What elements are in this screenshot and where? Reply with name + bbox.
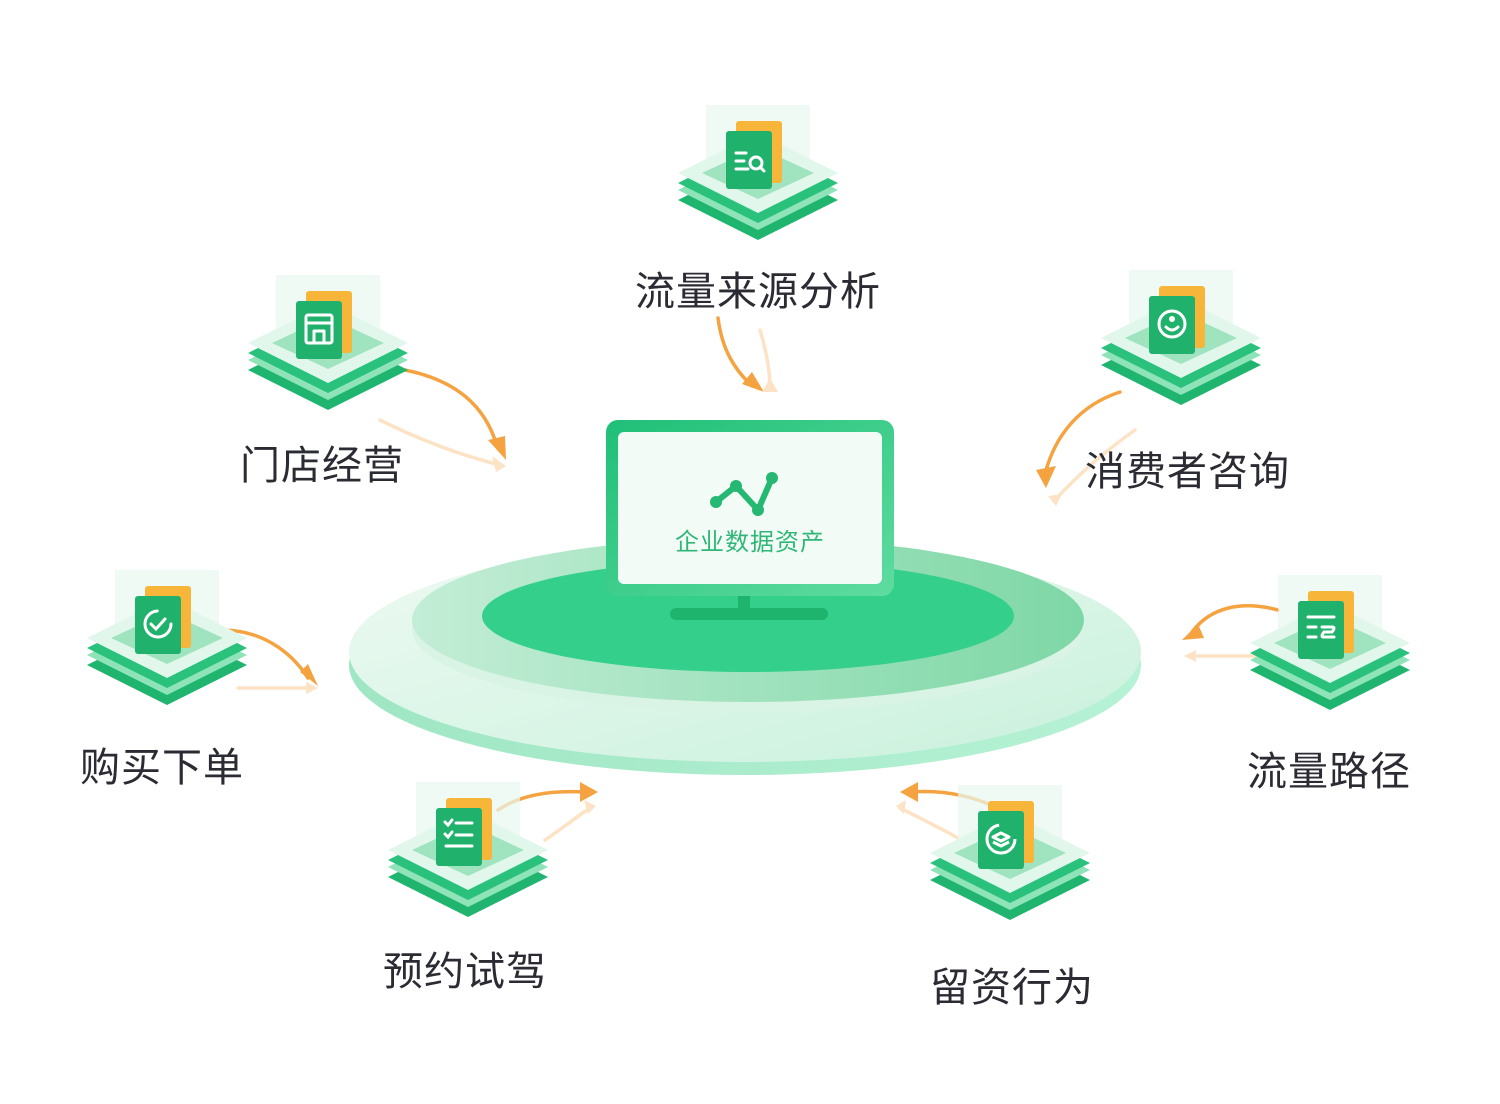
node-test-drive[interactable] [388,782,548,932]
doc-search-icon [734,151,766,173]
label-path: 流量路径 [1247,749,1411,795]
chat-face-icon [1157,309,1187,339]
node-path[interactable] [1250,575,1410,725]
layers-cycle-icon [985,823,1017,855]
doc-route-icon [1306,615,1336,639]
node-traffic-source[interactable] [678,105,838,255]
node-leads[interactable] [930,785,1090,935]
label-purchase: 购买下单 [80,745,244,791]
label-store: 门店经营 [240,443,404,489]
label-test-drive: 预约试驾 [383,949,547,995]
checklist-icon [443,818,474,848]
label-consult: 消费者咨询 [1085,449,1290,495]
node-store[interactable] [248,275,408,425]
check-cycle-icon [143,609,173,639]
node-consult[interactable] [1101,270,1261,420]
label-traffic-source: 流量来源分析 [635,269,881,315]
node-purchase[interactable] [87,570,247,720]
label-leads: 留资行为 [930,965,1094,1011]
center-label: 企业数据资产 [675,528,825,556]
storefront-icon [304,313,334,345]
